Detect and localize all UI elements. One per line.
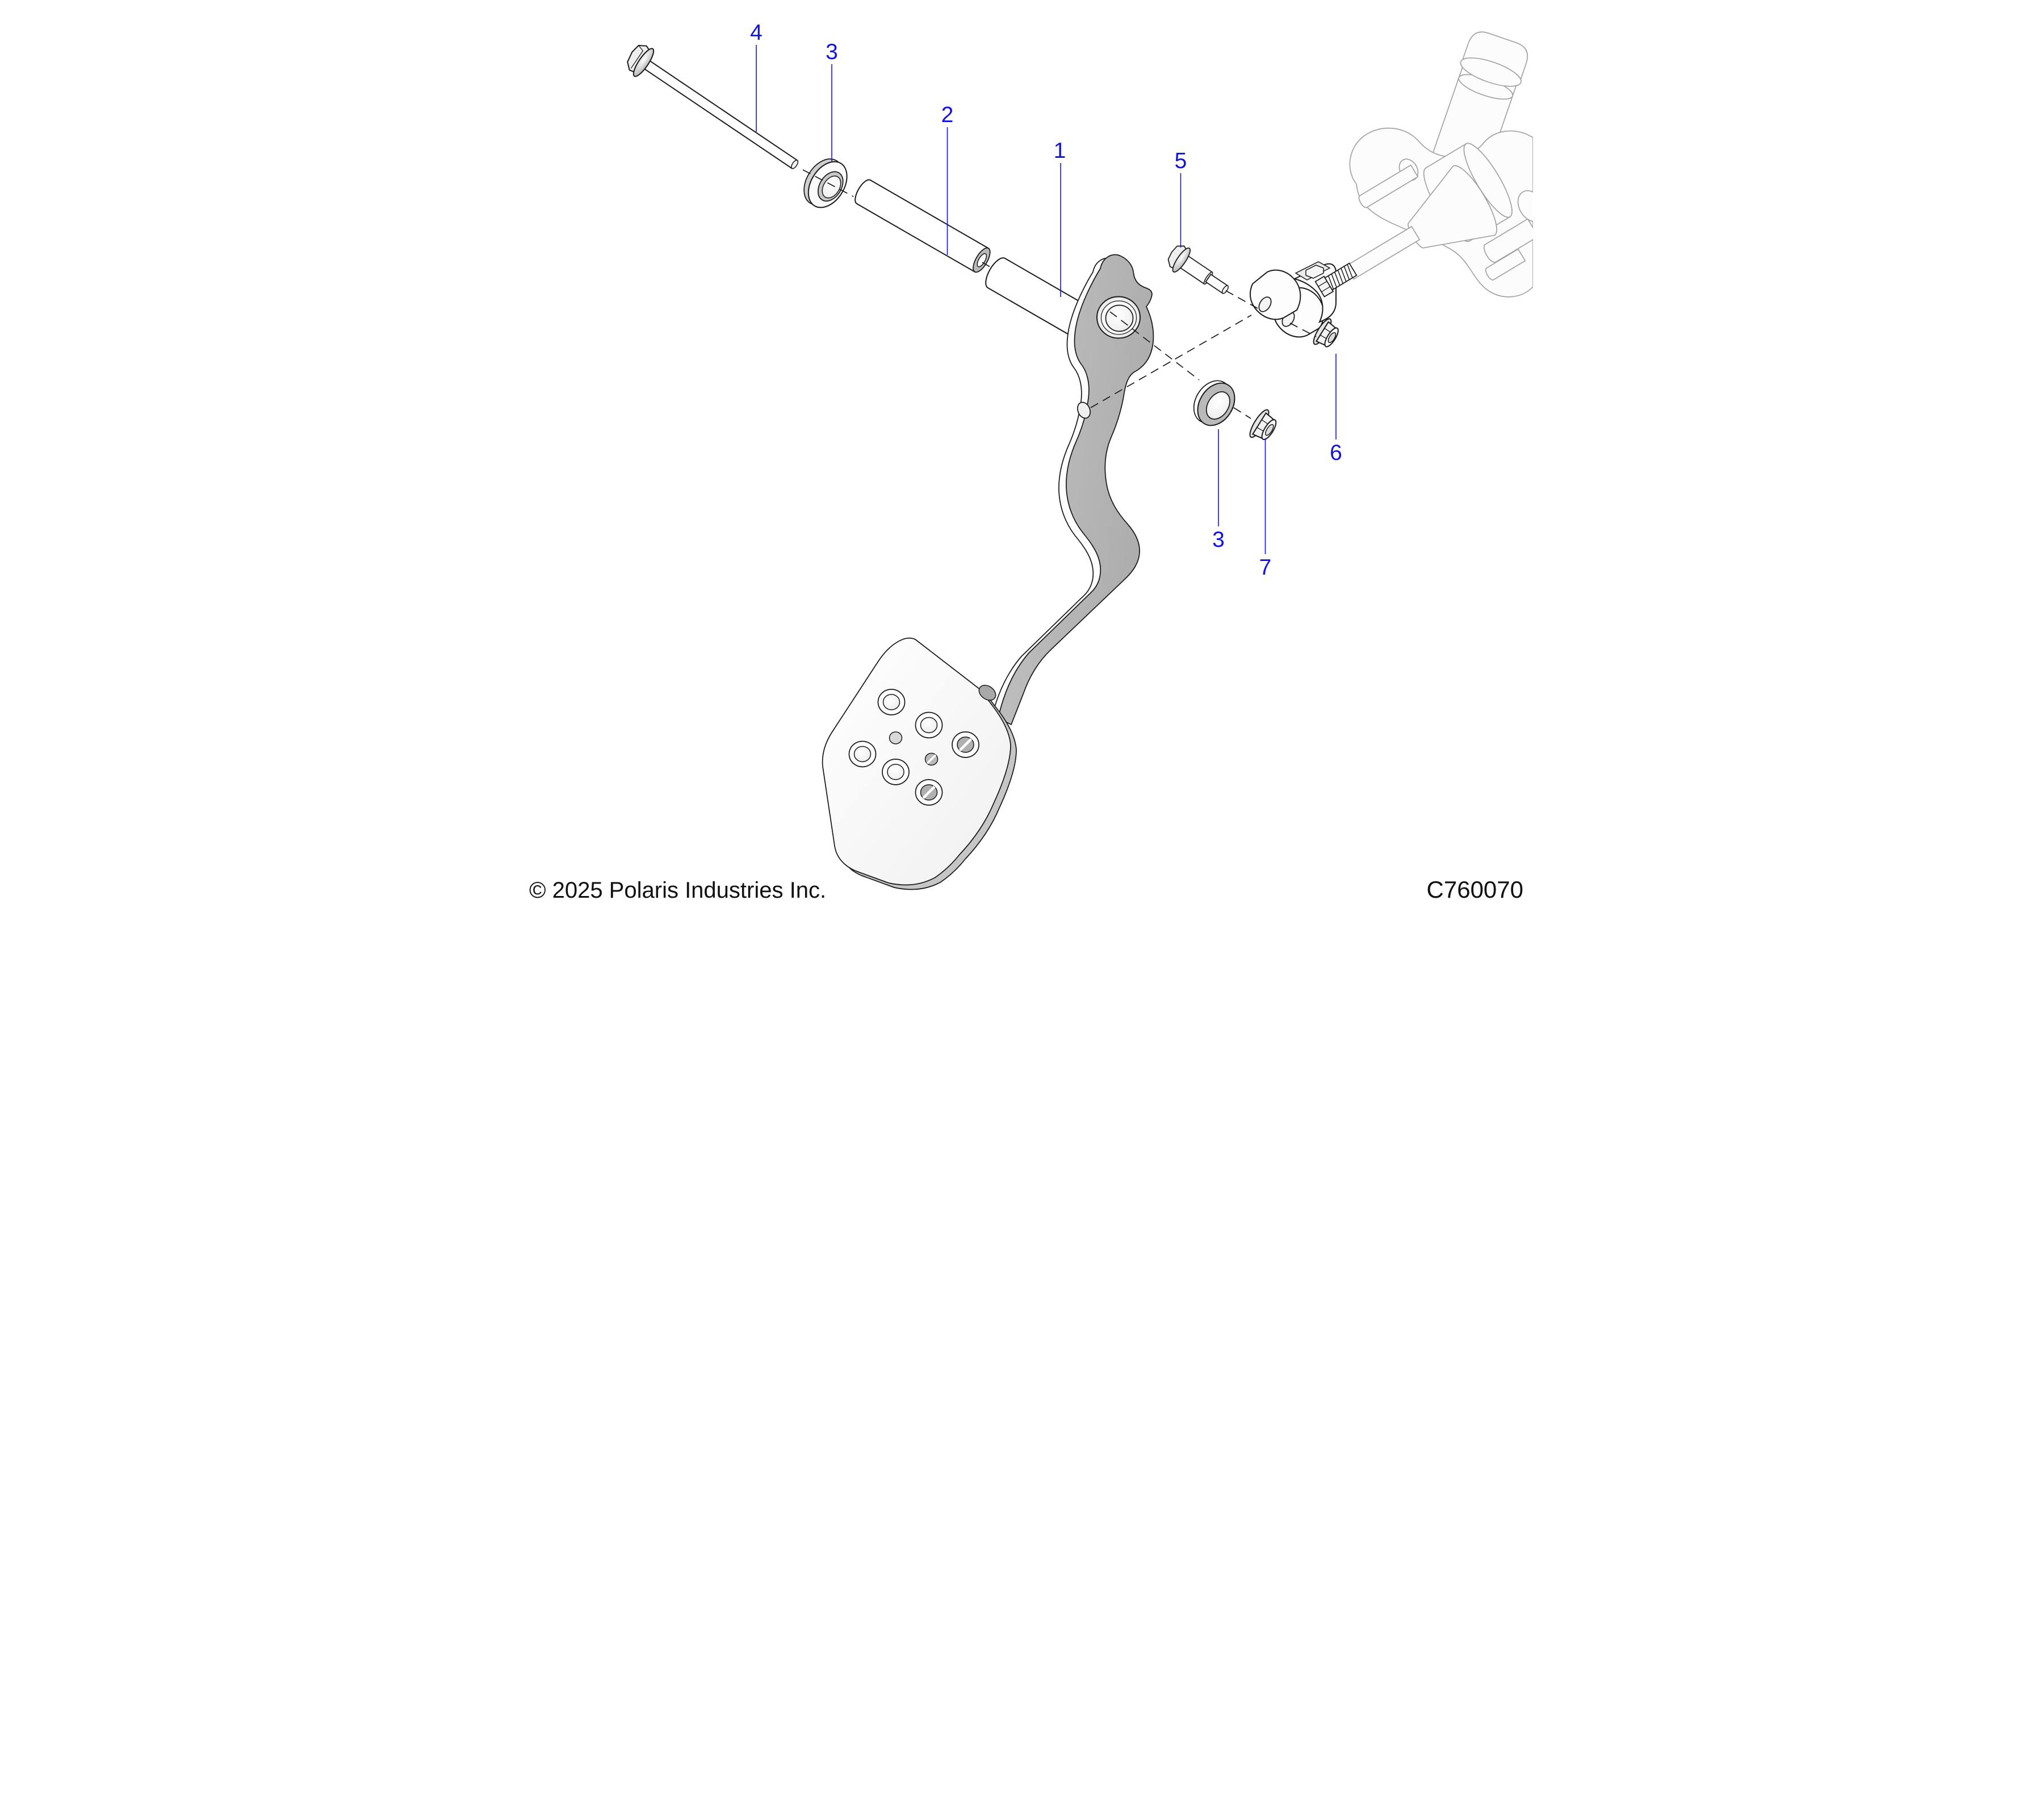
callout-7: 7 bbox=[1259, 555, 1272, 580]
callout-2: 2 bbox=[941, 103, 954, 127]
clevis-threaded-stud bbox=[1314, 262, 1358, 298]
mc-stud-lower bbox=[1485, 248, 1526, 280]
copyright-text: © 2025 Polaris Industries Inc. bbox=[529, 878, 826, 903]
mc-push-rod bbox=[1345, 225, 1421, 280]
clevis-yoke bbox=[1250, 261, 1358, 338]
clevis-bolt bbox=[1167, 245, 1229, 294]
pedal-pad-face bbox=[822, 637, 1011, 886]
axis-armhole-to-clevis bbox=[1090, 315, 1252, 408]
clevis-bolt-flange bbox=[1172, 247, 1191, 273]
axis-bolt-to-spacer bbox=[802, 169, 854, 197]
callout-6: 6 bbox=[1330, 441, 1342, 465]
nut-clevis bbox=[1313, 318, 1339, 348]
diagram-page: 4 3 2 1 5 6 3 7 © 2025 Polaris Industrie… bbox=[511, 0, 1533, 909]
callout-3-bottom: 3 bbox=[1212, 527, 1225, 552]
pedal-boss-bore bbox=[1105, 304, 1134, 332]
mc-stud-upper bbox=[1358, 164, 1419, 208]
bushing-upper-bore bbox=[822, 175, 841, 199]
callout-3-top: 3 bbox=[826, 40, 838, 64]
mc-port-stub bbox=[1483, 218, 1533, 263]
callout-4: 4 bbox=[750, 20, 763, 45]
pivot-spacer bbox=[855, 179, 991, 273]
washer-lower-bore bbox=[1205, 391, 1230, 420]
callout-1: 1 bbox=[1054, 139, 1066, 163]
pivot-bolt-long bbox=[627, 45, 799, 169]
pedal-clevis-hole bbox=[1077, 401, 1091, 419]
axis-bolt5-to-clevis bbox=[1225, 290, 1258, 309]
axis-clevis-to-nut6 bbox=[1289, 323, 1317, 337]
nut-pivot bbox=[1249, 409, 1277, 441]
nut-pivot-bore bbox=[1265, 424, 1274, 436]
bushing-upper bbox=[803, 158, 848, 208]
axis-spacer-to-tube bbox=[982, 262, 992, 269]
assembly-axis-lines bbox=[802, 169, 1317, 419]
washer-lower bbox=[1193, 380, 1235, 426]
nut-clevis-bore bbox=[1327, 332, 1337, 344]
clevis-slot-hex bbox=[1305, 265, 1324, 279]
pedal-pad-holes bbox=[848, 685, 996, 806]
exploded-parts-diagram: 4 3 2 1 5 6 3 7 © 2025 Polaris Industrie… bbox=[511, 0, 1533, 909]
axis-boss-to-washer bbox=[1109, 311, 1200, 380]
pedal-plate-face bbox=[997, 254, 1154, 726]
clevis-front-plate bbox=[1250, 269, 1301, 320]
spacer-bore bbox=[977, 253, 987, 267]
callouts: 4 3 2 1 5 6 3 7 bbox=[750, 20, 1342, 580]
bolt-long-flange bbox=[633, 48, 655, 77]
clevis-bolt-tip bbox=[1221, 285, 1229, 294]
master-cylinder-reference bbox=[1345, 31, 1533, 298]
figure-code: C760070 bbox=[1427, 876, 1523, 903]
clevis-front-hole bbox=[1258, 296, 1272, 312]
axis-washer-to-nut7 bbox=[1233, 407, 1251, 419]
bolt-long-tip bbox=[791, 160, 799, 169]
mc-port-knob bbox=[1517, 190, 1533, 222]
brake-pedal-weldment bbox=[822, 254, 1154, 890]
callout-5: 5 bbox=[1175, 149, 1187, 173]
